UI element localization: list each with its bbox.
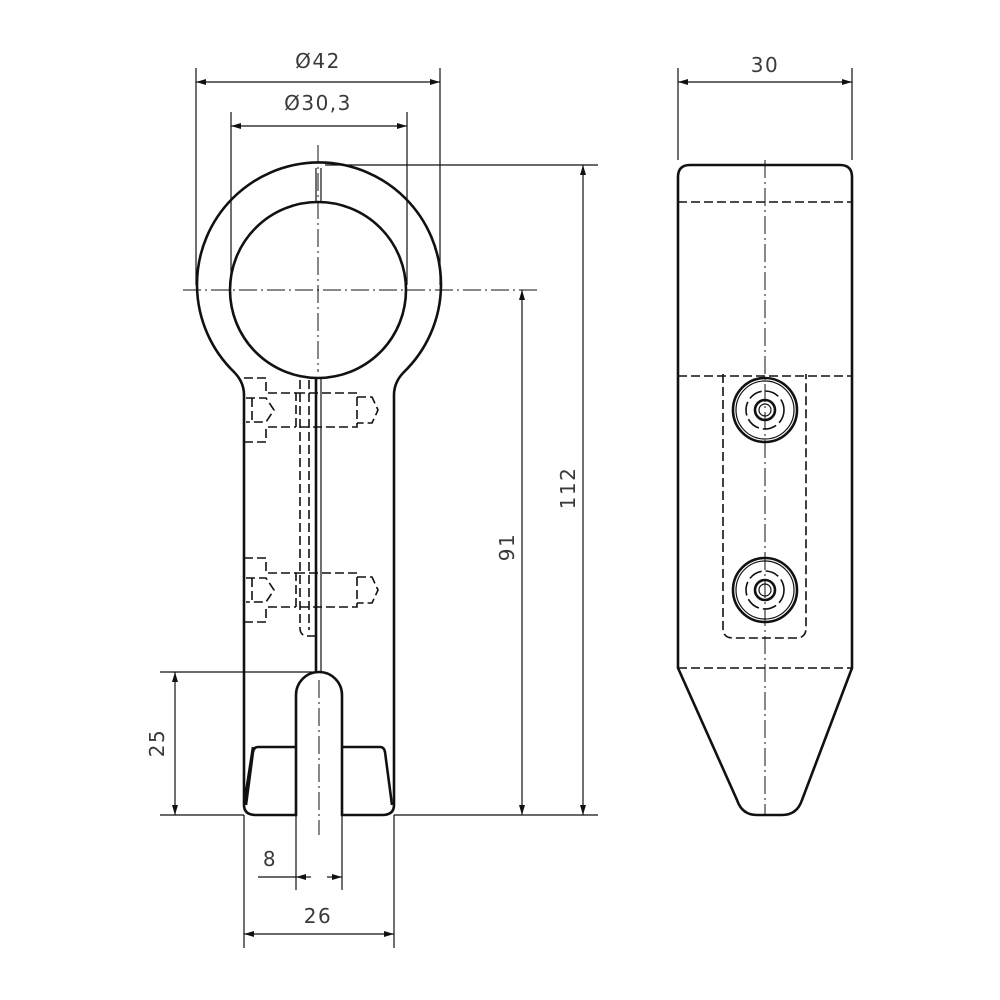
dim-body-width: 26 [304,904,332,928]
side-view [676,160,854,817]
front-dimensions: Ø42 Ø30,3 112 91 25 8 26 [145,49,598,948]
dim-slot-width: 8 [263,847,277,871]
dim-outer-diameter: Ø42 [295,49,341,73]
screw-head-top [731,376,799,444]
foot-right [342,745,394,806]
dim-slot-depth: 25 [145,729,169,757]
front-view [183,145,540,835]
screw-bottom [244,557,379,623]
foot-left [244,745,296,806]
dim-thickness: 30 [751,53,779,77]
side-dimensions: 30 [677,53,853,160]
dim-total-height: 112 [556,467,580,510]
dim-center-height: 91 [495,533,519,561]
side-outline [676,163,854,817]
dim-inner-diameter: Ø30,3 [284,91,352,115]
screw-head-bottom [731,556,799,624]
screw-top [244,377,379,443]
